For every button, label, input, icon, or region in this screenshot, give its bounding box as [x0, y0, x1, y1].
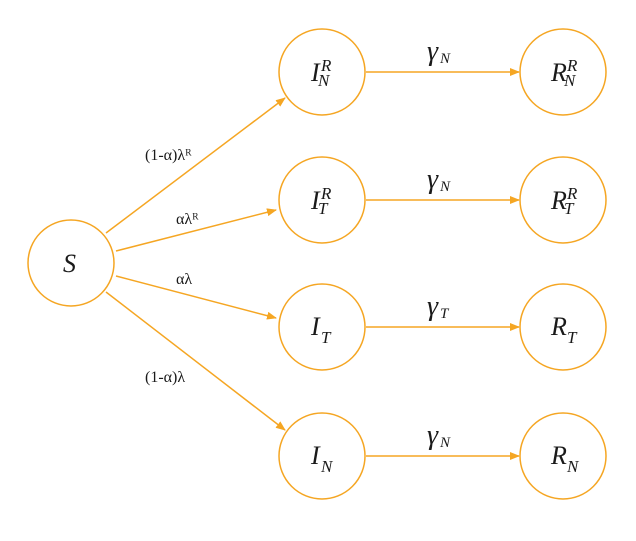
node-rnr-sub: N — [563, 71, 577, 90]
node-inr-sub: N — [317, 71, 331, 90]
edge-label-s-in: (1-α)λ — [145, 369, 185, 386]
edge-label-s-itr: αλᴿ — [176, 211, 199, 228]
node-rnr: R R N — [519, 28, 607, 116]
node-inr: I R N — [278, 28, 366, 116]
node-itr-sup: R — [320, 184, 332, 203]
node-rnr-main: R — [550, 58, 567, 87]
node-inr-main: I — [310, 58, 321, 87]
edge-s-to-in — [105, 291, 286, 431]
node-it-sub: T — [321, 328, 332, 347]
node-itr-main: I — [310, 186, 321, 215]
node-rt-main: R — [550, 312, 567, 341]
node-in-main: I — [310, 441, 321, 470]
node-rn-sub: N — [566, 457, 580, 476]
node-in: I N — [278, 412, 366, 500]
node-rtr: R R T — [519, 156, 607, 244]
node-it-main: I — [310, 312, 321, 341]
node-rtr-sub: T — [564, 199, 575, 218]
node-itr: I R T — [278, 156, 366, 244]
edge-label-s-inr: (1-α)λᴿ — [145, 147, 192, 164]
node-in-sub: N — [320, 457, 334, 476]
edge-s-to-inr — [105, 97, 286, 234]
node-rnr-sup: R — [566, 56, 578, 75]
node-inr-sup: R — [320, 56, 332, 75]
node-rtr-main: R — [550, 186, 567, 215]
node-rtr-sup: R — [566, 184, 578, 203]
edge-s-to-it — [115, 275, 277, 320]
node-rt-sub: T — [567, 328, 578, 347]
node-rt: R T — [519, 283, 607, 371]
node-rn-main: R — [550, 441, 567, 470]
node-rn: R N — [519, 412, 607, 500]
edge-s-to-itr — [115, 208, 277, 252]
edge-label-s-it: αλ — [176, 271, 192, 288]
node-it: I T — [278, 283, 366, 371]
node-s-label: S — [63, 249, 76, 278]
node-itr-sub: T — [318, 199, 329, 218]
node-s: S — [27, 219, 115, 307]
